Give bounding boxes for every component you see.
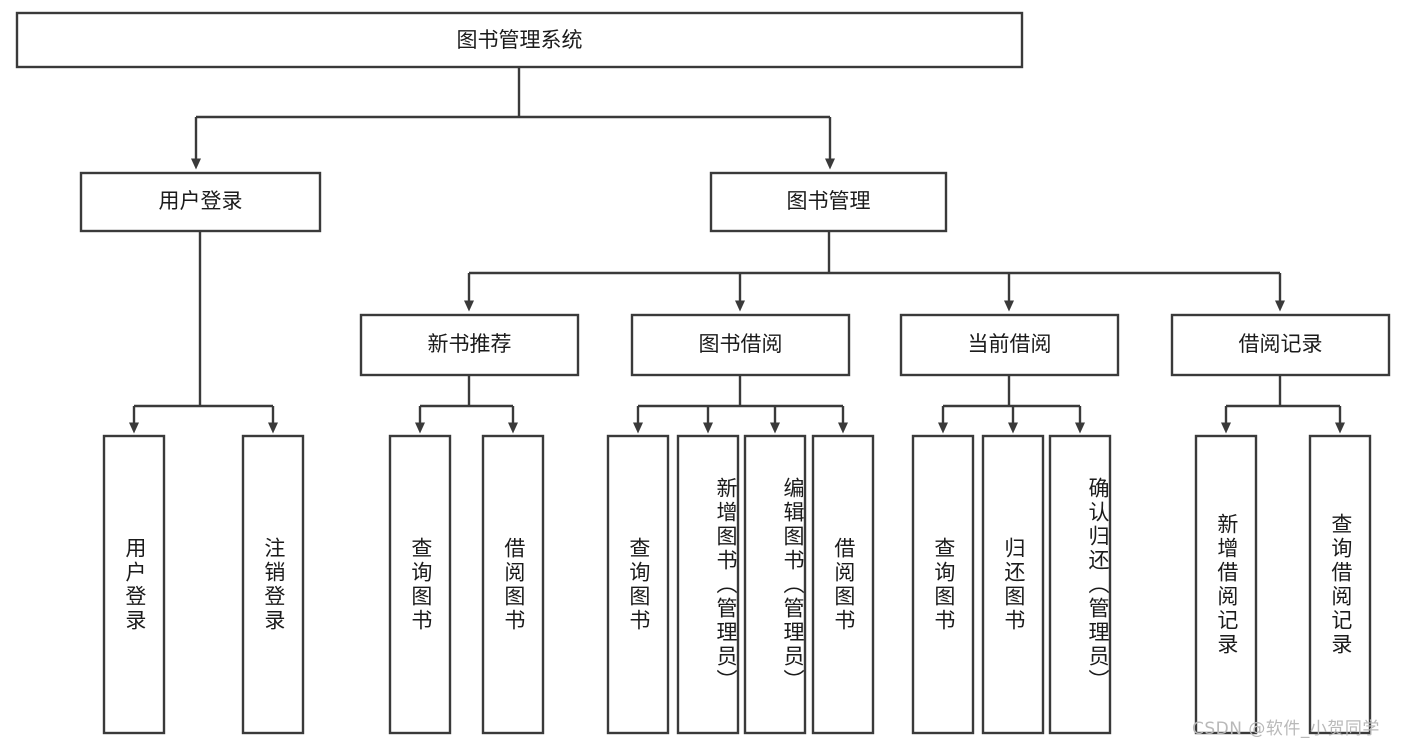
node-root[interactable]: 图书管理系统	[15, 11, 1024, 69]
node-book-borrow[interactable]: 图书借阅	[630, 313, 851, 377]
node-user-login[interactable]: 用户登录	[79, 171, 322, 233]
root-label: 图书管理系统	[457, 28, 583, 52]
node-current-borrow[interactable]: 当前借阅	[899, 313, 1120, 377]
leaf-boxes-layer	[102, 434, 1372, 735]
borrow-record-box[interactable]	[1170, 313, 1391, 377]
leaf-borrow-book-2-box[interactable]	[811, 434, 875, 735]
leaf-query-book-2-box[interactable]	[606, 434, 670, 735]
book-management-label: 图书管理	[787, 189, 871, 213]
leaf-borrow-book-1-box[interactable]	[481, 434, 545, 735]
borrow-record-label: 借阅记录	[1239, 332, 1323, 356]
user-login-box[interactable]	[79, 171, 322, 233]
node-new-book-recommend[interactable]: 新书推荐	[359, 313, 580, 377]
book-borrow-box[interactable]	[630, 313, 851, 377]
leaf-query-book-1-box[interactable]	[388, 434, 452, 735]
connectors-layer	[129, 67, 1345, 434]
leaf-user-login-box[interactable]	[102, 434, 166, 735]
leaf-add-record-box[interactable]	[1194, 434, 1258, 735]
book-borrow-label: 图书借阅	[699, 332, 783, 356]
current-borrow-label: 当前借阅	[968, 332, 1052, 356]
node-book-management[interactable]: 图书管理	[709, 171, 948, 233]
leaf-confirm-return-box[interactable]	[1048, 434, 1112, 735]
current-borrow-box[interactable]	[899, 313, 1120, 377]
leaf-add-book-box[interactable]	[676, 434, 740, 735]
leaf-query-book-3-box[interactable]	[911, 434, 975, 735]
user-login-label: 用户登录	[159, 189, 243, 213]
node-borrow-record[interactable]: 借阅记录	[1170, 313, 1391, 377]
leaf-return-book-box[interactable]	[981, 434, 1045, 735]
leaf-edit-book-box[interactable]	[743, 434, 807, 735]
new-book-recommend-box[interactable]	[359, 313, 580, 377]
book-management-box[interactable]	[709, 171, 948, 233]
root-box[interactable]	[15, 11, 1024, 69]
csdn-watermark: CSDN @软件_小贺同学	[1192, 719, 1380, 739]
leaf-query-record-box[interactable]	[1308, 434, 1372, 735]
new-book-recommend-label: 新书推荐	[428, 332, 512, 356]
leaf-logout-box[interactable]	[241, 434, 305, 735]
